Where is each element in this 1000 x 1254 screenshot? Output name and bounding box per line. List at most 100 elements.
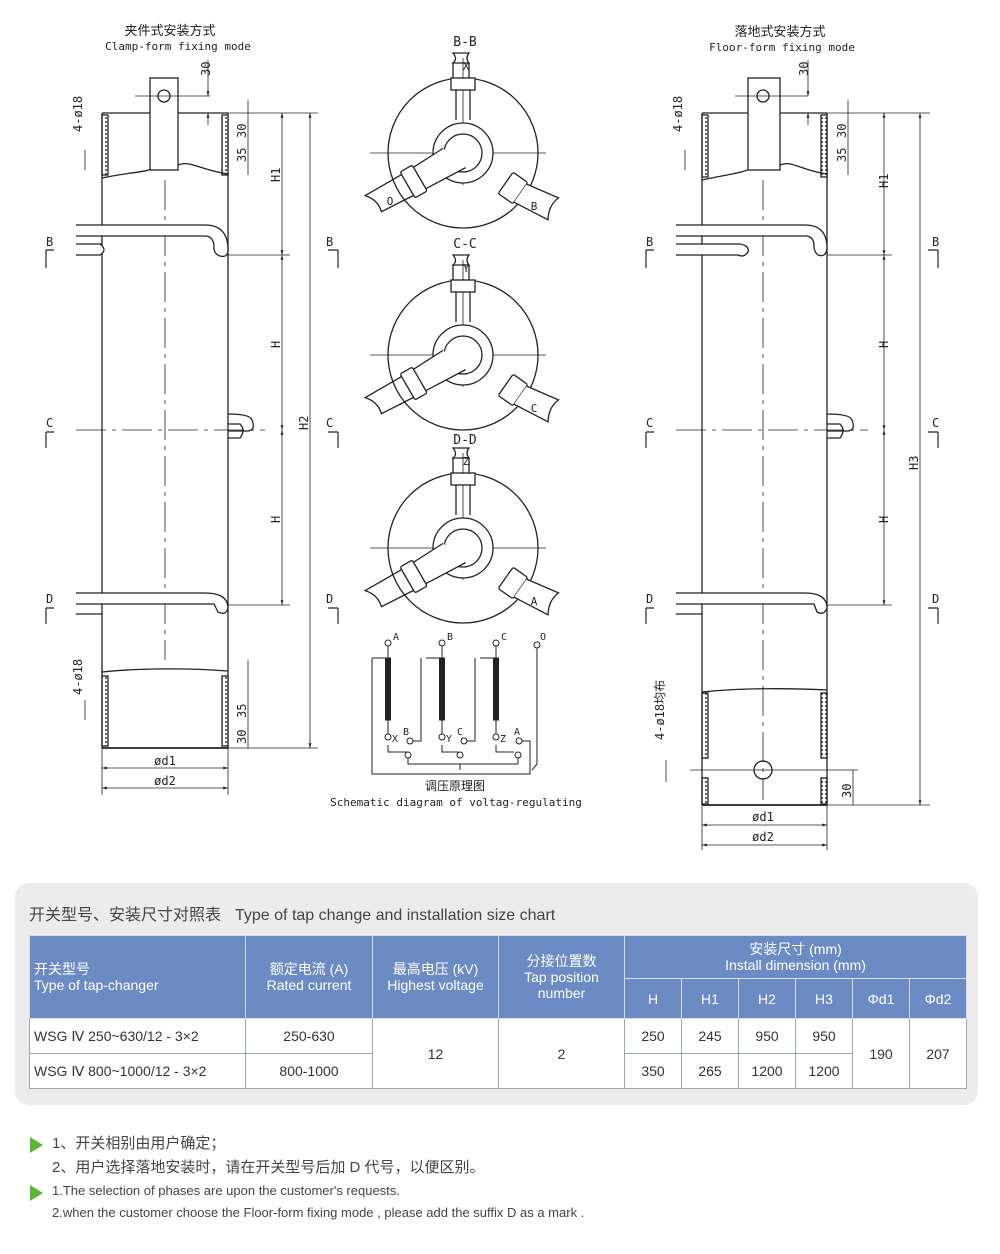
clamp-form-drawing: 夹件式安装方式 Clamp-form fixing mode [45,23,339,795]
section-right-label: C [531,402,538,415]
cell-d2: 207 [908,1018,968,1089]
schematic-cross-a: A [514,727,520,738]
clamp-dim-35: 35 [235,148,249,162]
cell-h2: 950 [738,1018,796,1054]
clamp-mark-b-right: B [326,235,333,249]
floor-dim-h3: H3 [907,456,921,470]
schematic-caption-en: Schematic diagram of voltag-regulating [330,796,582,809]
cell-h: 350 [624,1053,682,1089]
floor-holes-top: 4-ø18 [671,96,685,132]
floor-dim-h-upper: H [877,341,891,348]
schematic-caption-cn: 调压原理图 [425,779,485,793]
schematic-terminal-b: B [447,632,453,643]
header-install: 安装尺寸 (mm)Install dimension (mm) [623,935,968,979]
cell-h1: 245 [681,1018,739,1054]
cell-h3: 1200 [795,1053,853,1089]
clamp-holes-top: 4-ø18 [71,96,85,132]
clamp-mark-b-left: B [46,235,53,249]
bullet-triangle-icon [30,1185,43,1201]
floor-mark-c-right: C [932,416,939,430]
cell-type: WSG Ⅳ 800~1000/12 - 3×2 [29,1053,246,1089]
header-voltage: 最高电压 (kV)Highest voltage [372,935,499,1019]
section-title: B-B [453,35,477,50]
table-row: WSG Ⅳ 250~630/12 - 3×2 250-630 12 2 250 … [29,1018,968,1089]
cell-h: 250 [624,1018,682,1054]
section-right-label: B [531,200,538,213]
header-h3: H3 [795,978,853,1019]
clamp-dim-35-bottom: 35 [235,704,249,718]
header-d2: Φd2 [908,978,968,1019]
floor-dim-d2: ød2 [752,830,774,844]
cell-tap: 2 [498,1018,625,1089]
clamp-dim-h1: H1 [269,168,283,182]
table-row: WSG Ⅳ 800~1000/12 - 3×2 800-1000 350 265… [29,1053,967,1089]
schematic-cross-c: C [457,727,463,738]
clamp-title-cn: 夹件式安装方式 [124,23,215,38]
section-right-label: A [531,595,538,608]
header-h1: H1 [681,978,739,1019]
section-top-label: Z [463,455,470,468]
size-chart-title-cn: 开关型号、安装尺寸对照表 [29,907,222,924]
floor-dim-h1: H1 [877,174,891,188]
clamp-dim-h2: H2 [297,416,311,430]
clamp-dim-30-bottom: 30 [235,730,249,744]
floor-dim-30-top: 30 [797,62,811,76]
floor-holes-bottom: 4-ø18均布 [653,680,667,740]
floor-dim-30-bottom: 30 [840,784,854,798]
cell-h2: 1200 [738,1053,796,1089]
cell-h3: 950 [795,1018,853,1054]
coil [372,639,392,741]
schematic-terminal-x: X [392,734,398,745]
coil [480,639,500,741]
cell-h1: 265 [681,1053,739,1089]
section-left-label: O [387,195,394,208]
floor-mark-d-right: D [932,592,939,606]
schematic-terminal-o: O [540,632,546,643]
section-title: D-D [453,433,477,448]
floor-mark-c-left: C [646,416,653,430]
floor-dim-h-lower: H [877,516,891,523]
size-chart-panel: 开关型号、安装尺寸对照表 Type of tap change and insta… [15,883,978,1105]
clamp-mark-d-right: D [326,592,333,606]
clamp-dim-d2: ød2 [154,774,176,788]
header-current: 额定电流 (A)Rated current [245,935,373,1019]
note-cn-1: 1、开关相别由用户确定； [28,1132,584,1156]
floor-dim-35: 35 [835,148,849,162]
section-view-2 [363,254,560,431]
header-h: H [624,978,682,1019]
note-en-2: 2.when the customer choose the Floor-for… [52,1205,585,1220]
schematic-terminal-a: A [393,632,399,643]
cell-voltage: 12 [372,1018,499,1089]
clamp-title-en: Clamp-form fixing mode [105,40,251,53]
cell-type: WSG Ⅳ 250~630/12 - 3×2 [29,1018,246,1054]
clamp-dim-d1: ød1 [154,754,176,768]
schematic-terminal-z: Z [500,734,506,745]
floor-mark-b-right: B [932,235,939,249]
clamp-mark-c-right: C [326,416,333,430]
clamp-mark-d-left: D [46,592,53,606]
note-en-1: 1.The selection of phases are upon the c… [28,1180,584,1202]
header-h2: H2 [738,978,796,1019]
floor-title-en: Floor-form fixing mode [709,41,855,54]
header-d1: Φd1 [852,978,910,1019]
clamp-mark-c-left: C [46,416,53,430]
clamp-dim-h-lower: H [269,516,283,523]
coil [426,639,446,741]
size-chart-title: 开关型号、安装尺寸对照表 Type of tap change and insta… [29,901,569,925]
section-top-label: Y [463,262,470,275]
clamp-dim-30: 30 [235,124,249,138]
bullet-triangle-icon [30,1137,43,1153]
cell-current: 250-630 [245,1018,373,1054]
floor-title-cn: 落地式安装方式 [734,24,825,39]
floor-mark-b-left: B [646,235,653,249]
floor-mark-d-left: D [646,592,653,606]
clamp-dim-h-upper: H [269,341,283,348]
floor-form-drawing: 落地式安装方式 Floor-form fixing mode [645,24,939,850]
notes: 1、开关相别由用户确定； 2、用户选择落地安装时，请在开关型号后加 D 代号，以… [28,1132,584,1224]
section-view-1 [363,52,560,229]
size-chart-title-en: Type of tap change and installation size… [235,907,556,924]
